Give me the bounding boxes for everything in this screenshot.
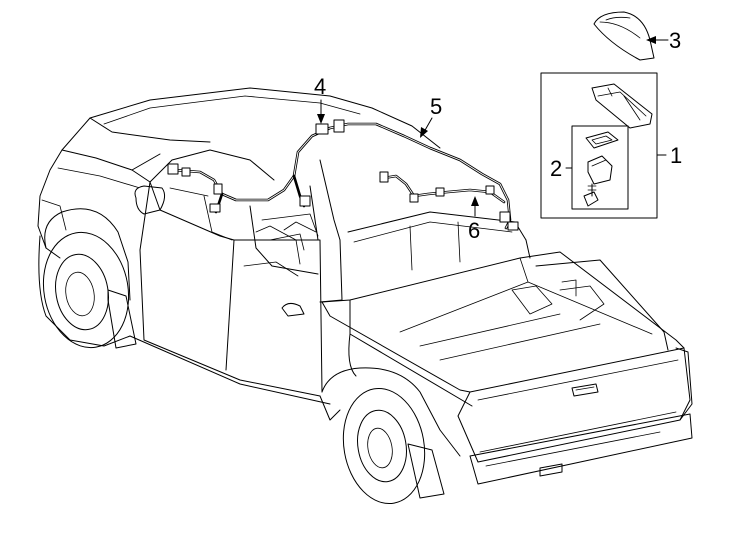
wire-harness-5 <box>167 119 519 231</box>
callout-6: 6 <box>468 196 480 243</box>
callout-2: 2 <box>550 156 573 181</box>
callout-4: 4 <box>314 74 326 124</box>
callout-1: 1 <box>656 143 682 168</box>
callout-5: 5 <box>420 94 442 138</box>
callout-5-label: 5 <box>430 94 442 119</box>
callout-2-label: 2 <box>550 156 562 181</box>
callout-3-label: 3 <box>669 28 681 53</box>
callout-4-label: 4 <box>314 74 326 99</box>
antenna-kit-box <box>540 72 658 219</box>
wire-harness-6 <box>379 171 506 204</box>
pickup-truck-illustration <box>37 87 693 505</box>
shark-fin-antenna-part <box>593 11 655 61</box>
callout-6-label: 6 <box>468 218 480 243</box>
callout-3: 3 <box>646 28 681 53</box>
callout-1-label: 1 <box>670 143 682 168</box>
